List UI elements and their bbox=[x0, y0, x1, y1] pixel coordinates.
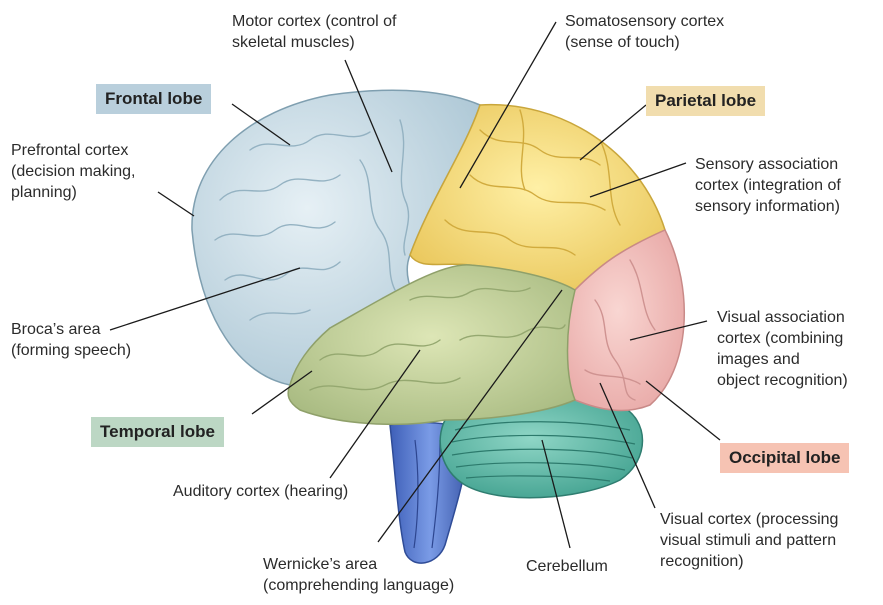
label-motor-cortex: Motor cortex (control of skeletal muscle… bbox=[232, 11, 397, 53]
label-brocas-area: Broca’s area (forming speech) bbox=[11, 319, 131, 361]
label-wernickes-area: Wernicke’s area (comprehending language) bbox=[263, 554, 454, 596]
leader-occipital bbox=[646, 381, 720, 440]
tag-parietal-lobe: Parietal lobe bbox=[646, 86, 765, 116]
label-auditory-cortex: Auditory cortex (hearing) bbox=[173, 481, 348, 502]
tag-frontal-lobe: Frontal lobe bbox=[96, 84, 211, 114]
leader-prefrontal bbox=[158, 192, 194, 216]
label-somatosensory-cortex: Somatosensory cortex (sense of touch) bbox=[565, 11, 724, 53]
label-visual-association: Visual association cortex (combining ima… bbox=[717, 307, 848, 391]
label-cerebellum: Cerebellum bbox=[526, 556, 608, 577]
label-sensory-association: Sensory association cortex (integration … bbox=[695, 154, 841, 217]
label-visual-cortex: Visual cortex (processing visual stimuli… bbox=[660, 509, 838, 572]
tag-occipital-lobe: Occipital lobe bbox=[720, 443, 849, 473]
label-prefrontal-cortex: Prefrontal cortex (decision making, plan… bbox=[11, 140, 136, 203]
tag-temporal-lobe: Temporal lobe bbox=[91, 417, 224, 447]
